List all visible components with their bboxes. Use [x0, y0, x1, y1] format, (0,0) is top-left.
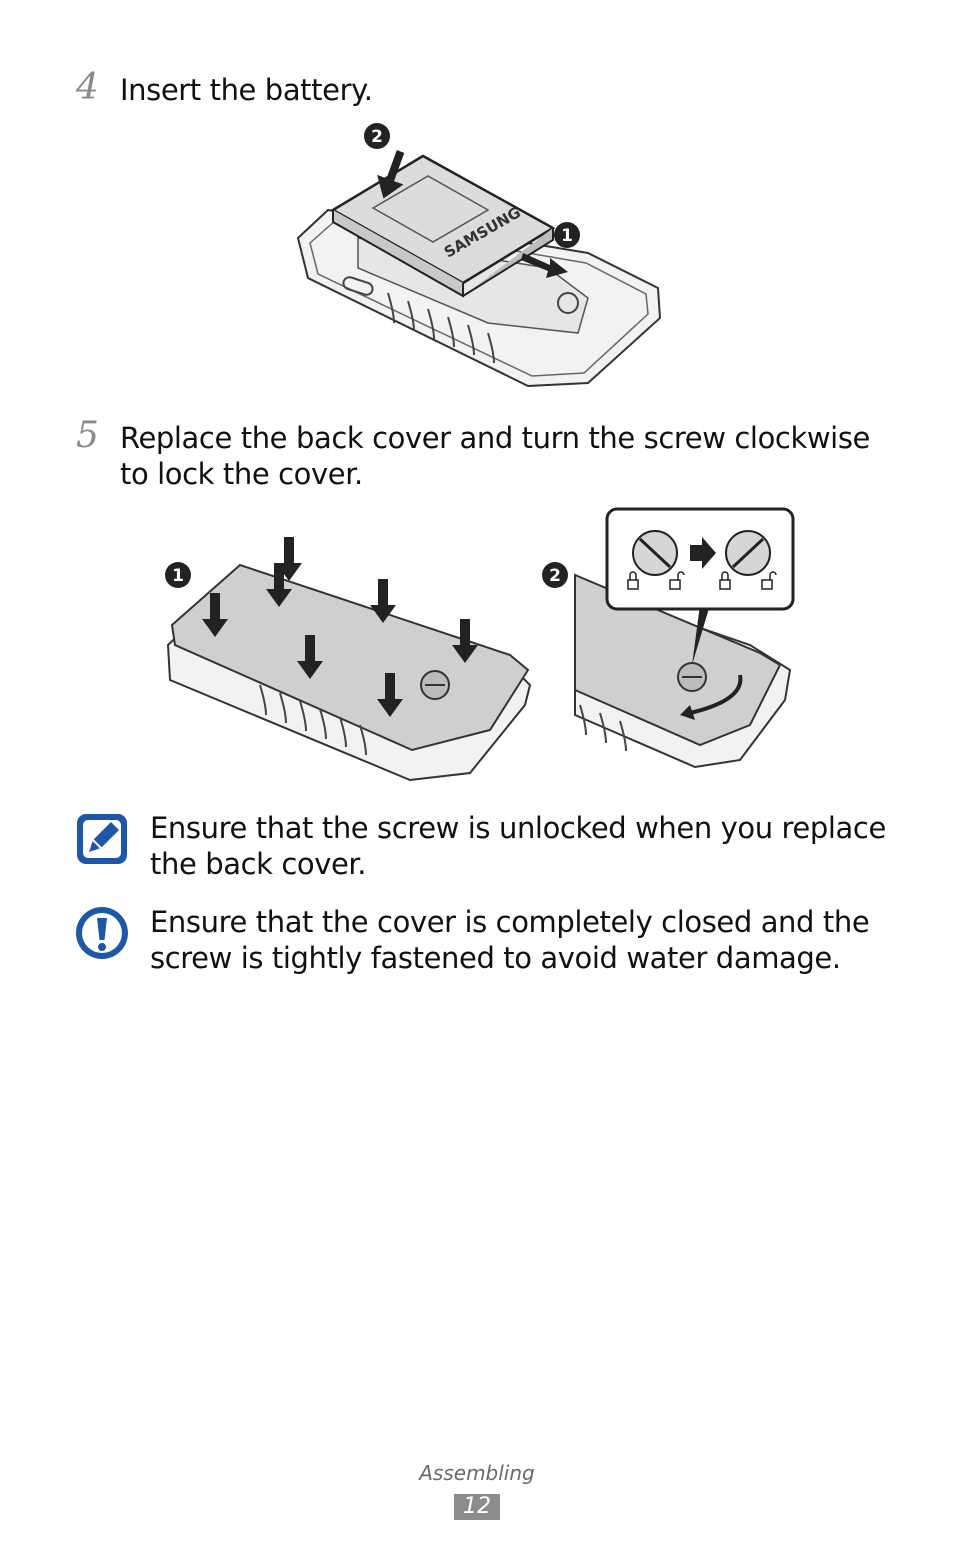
svg-text:2: 2 [549, 566, 561, 586]
svg-text:2: 2 [371, 127, 383, 147]
battery-insert-illustration: SAMSUNG 2 1 [296, 123, 662, 388]
step-number-4: 4 [76, 67, 99, 108]
step-text-5: Replace the back cover and turn the scre… [120, 421, 870, 491]
note-water-damage: Ensure that the cover is completely clos… [150, 905, 870, 975]
pencil-note-icon [77, 814, 127, 864]
step-text-4: Insert the battery. [120, 73, 373, 107]
svg-text:1: 1 [172, 566, 184, 586]
caution-exclamation-icon [76, 907, 128, 959]
svg-text:1: 1 [561, 226, 573, 246]
cover-replace-illustration: 1 2 [165, 507, 795, 782]
page-number: 12 [454, 1494, 500, 1520]
note-screw-unlocked: Ensure that the screw is unlocked when y… [150, 811, 886, 881]
footer-section-title: Assembling [419, 1461, 535, 1485]
step-number-5: 5 [76, 415, 99, 456]
